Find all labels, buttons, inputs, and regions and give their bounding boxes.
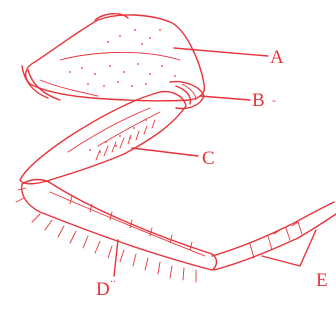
coxa-segment (22, 14, 204, 101)
femur-spines (96, 120, 155, 160)
leader-line-c (132, 148, 198, 156)
leader-line-a (174, 48, 268, 56)
leader-line-b (200, 96, 250, 100)
label-b: B (252, 90, 265, 111)
label-a: A (270, 47, 284, 68)
femur-stipple (89, 119, 147, 153)
label-d-mark: .. (110, 271, 116, 285)
tibia-segment (16, 180, 217, 283)
femur-segment (20, 92, 186, 184)
label-d: D (96, 279, 110, 300)
trochanter-segment (170, 82, 204, 109)
leader-line-e (262, 230, 316, 266)
label-e: E (316, 270, 328, 291)
leader-lines (114, 48, 316, 276)
label-b-mark: - (272, 93, 276, 107)
label-c: C (202, 148, 215, 169)
coxa-stipple (69, 29, 176, 87)
tibia-spines (16, 188, 196, 282)
